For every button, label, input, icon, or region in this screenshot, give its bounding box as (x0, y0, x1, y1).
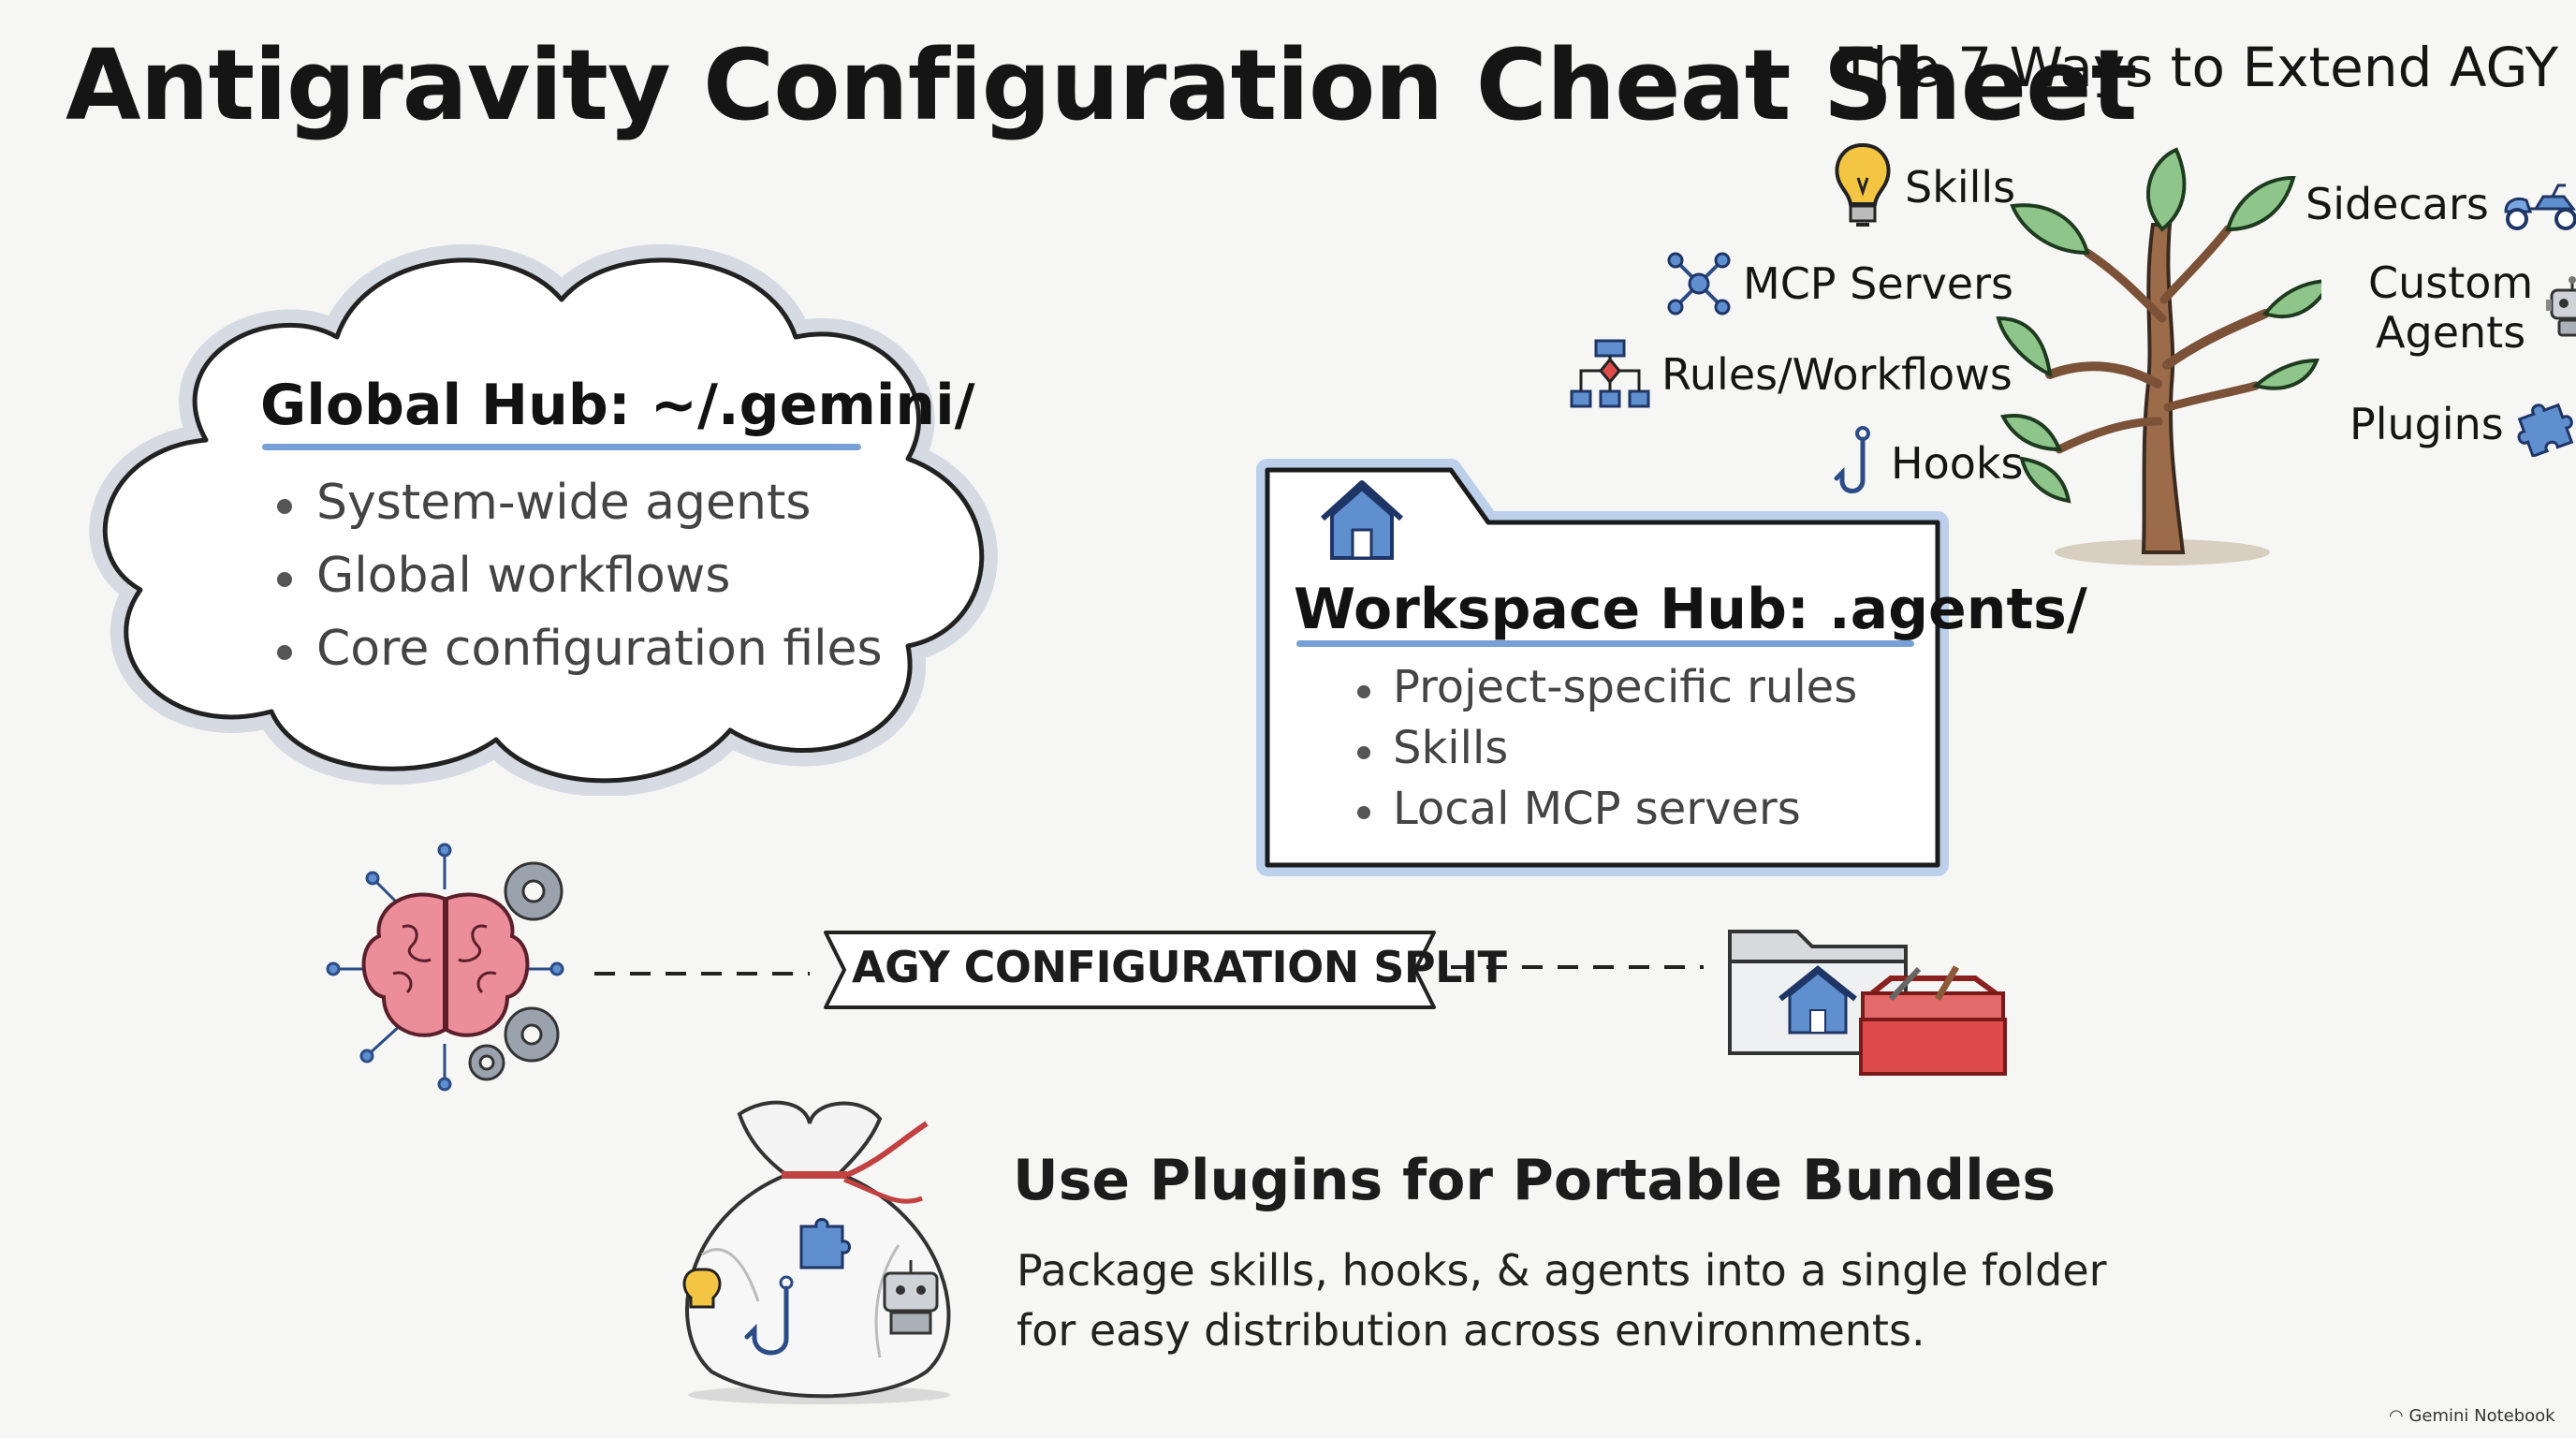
extend-item-mcp-servers-label: MCP Servers (1743, 257, 2013, 309)
split-connector-right (1451, 965, 1704, 969)
motorcycle-sidecar-icon (2504, 183, 2576, 230)
folder-toolbox-icon (1728, 930, 2007, 1076)
extend-item-custom-agents: Custom Agents (2368, 258, 2576, 358)
extend-item-sidecars-label: Sidecars (2305, 178, 2489, 229)
plugin-bundle-bag-icon (682, 1100, 951, 1404)
workspace-hub-title: Workspace Hub: .agents/ (1294, 577, 2087, 642)
robot-icon (2546, 275, 2576, 337)
puzzle-piece-icon (2517, 403, 2574, 457)
global-hub-title: Global Hub: ~/.gemini/ (260, 373, 975, 438)
split-banner (824, 931, 1436, 1009)
extend-item-custom-agents-label: Custom Agents (2368, 258, 2533, 358)
gemini-logo-icon: ◠ (2389, 1406, 2409, 1426)
extend-item-rules-workflows: Rules/Workflows (1568, 337, 2012, 412)
extend-heading: The 7 Ways to Extend AGY (1839, 36, 2559, 99)
extend-item-hooks: Hooks (1833, 426, 2023, 501)
custom-agents-line2: Agents (2376, 306, 2526, 358)
plugins-description-line1: Package skills, hooks, & agents into a s… (1017, 1245, 2107, 1296)
footer-brand: ◠ Gemini Notebook (2389, 1406, 2555, 1426)
extension-tree-illustration (1996, 147, 2321, 565)
split-label: AGY CONFIGURATION SPLIT (852, 942, 1507, 992)
extend-item-rules-workflows-label: Rules/Workflows (1661, 348, 2012, 400)
list-item: Core configuration files (271, 612, 883, 685)
extend-item-skills: Skills (1830, 140, 2015, 234)
workspace-hub-folder (1256, 459, 1949, 876)
footer-brand-label: Gemini Notebook (2408, 1406, 2555, 1426)
lightbulb-icon (1835, 142, 1891, 227)
list-item: System-wide agents (271, 466, 883, 539)
workspace-hub-bullets: Project-specific rules Skills Local MCP … (1354, 657, 1857, 839)
plugins-title: Use Plugins for Portable Bundles (1013, 1148, 2056, 1213)
brain-gears-icon (326, 843, 564, 1092)
list-item: Project-specific rules (1354, 657, 1857, 718)
home-icon (1320, 480, 1404, 560)
page-title: Antigravity Configuration Cheat Sheet (66, 28, 2137, 142)
plugins-description: Package skills, hooks, & agents into a s… (1017, 1240, 2107, 1361)
network-nodes-icon (1667, 252, 1731, 315)
plugins-description-line2: for easy distribution across environment… (1017, 1305, 1925, 1357)
custom-agents-line1: Custom (2368, 257, 2534, 308)
hook-icon (1834, 426, 1870, 493)
list-item: Global workflows (271, 539, 883, 612)
workspace-hub-title-underline (1296, 640, 1914, 647)
extend-item-sidecars: Sidecars (2305, 176, 2576, 232)
extend-item-skills-label: Skills (1905, 161, 2016, 213)
extend-item-plugins-label: Plugins (2349, 398, 2504, 449)
global-hub-cloud (89, 243, 998, 796)
list-item: Local MCP servers (1354, 779, 1857, 840)
split-connector-left (594, 972, 810, 976)
list-item: Skills (1354, 718, 1857, 779)
flowchart-icon (1570, 339, 1650, 408)
extend-item-mcp-servers: MCP Servers (1666, 251, 2013, 316)
global-hub-title-underline (262, 444, 861, 450)
extend-item-plugins: Plugins (2349, 391, 2576, 457)
extend-item-hooks-label: Hooks (1891, 437, 2024, 489)
global-hub-bullets: System-wide agents Global workflows Core… (271, 466, 883, 685)
